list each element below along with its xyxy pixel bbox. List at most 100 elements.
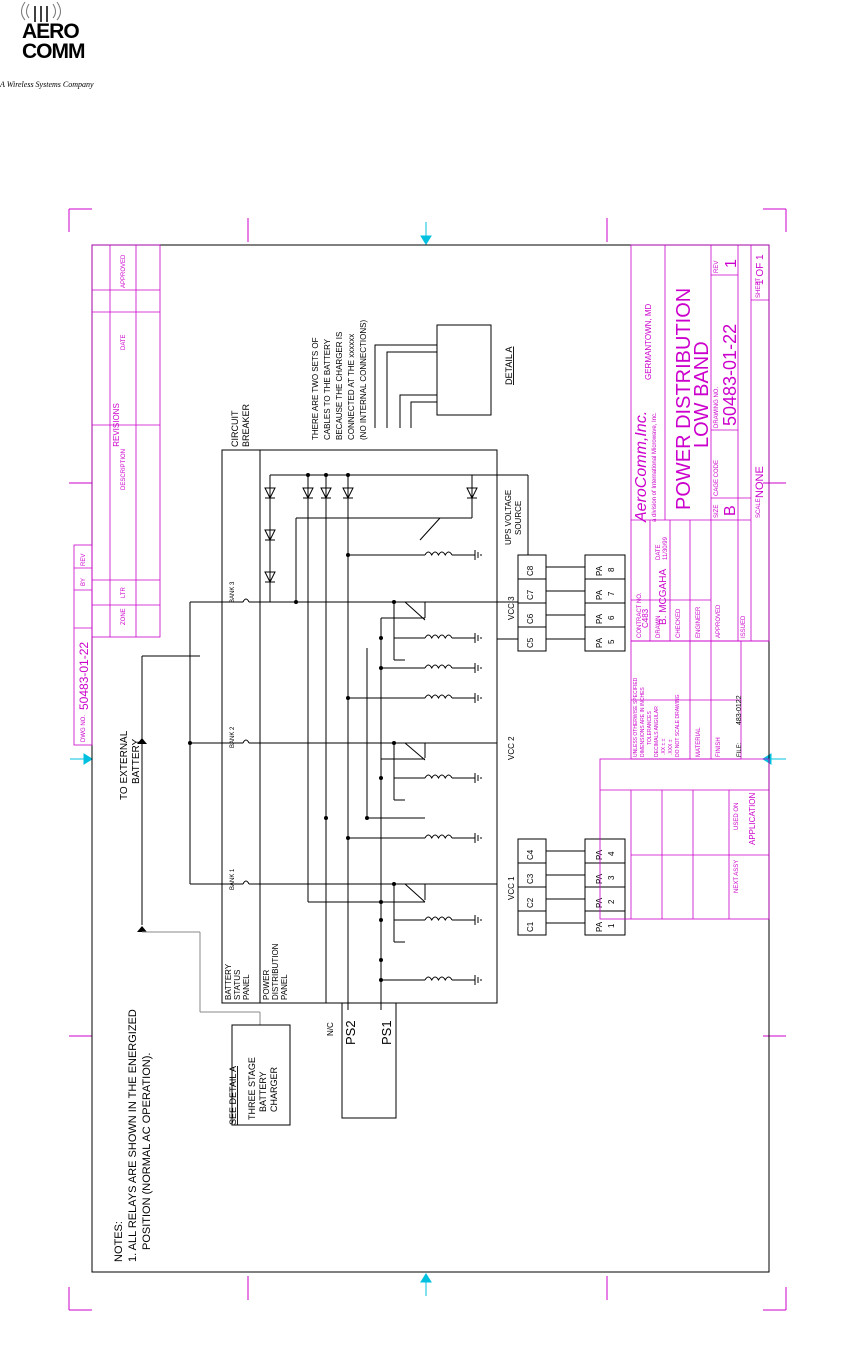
- conn-c8: C8: [526, 565, 535, 576]
- contract-value: C483: [641, 608, 650, 628]
- pa4: 4: [607, 851, 616, 856]
- vcc3-label: VCC 3: [507, 596, 516, 620]
- detail-note-3: BECAUSE THE CHARGER IS: [335, 332, 344, 440]
- pa5-prefix: PA: [595, 637, 604, 648]
- finish-label: FINISH: [716, 737, 722, 757]
- detail-a-box: [436, 324, 492, 416]
- date-value: 11/30/99: [663, 536, 669, 560]
- conn-c2: C2: [526, 897, 535, 908]
- logo-comm: COMM: [22, 40, 85, 63]
- detail-a-leads: [374, 344, 437, 428]
- bsp-label-2: STATUS: [233, 970, 242, 1000]
- conn-c4: C4: [526, 849, 535, 860]
- charger-label-3: CHARGER: [269, 1066, 279, 1112]
- ground-symbols: [474, 550, 482, 985]
- contract-label: CONTRACT NO.: [637, 592, 643, 638]
- ps2-label: PS2: [343, 1020, 358, 1045]
- see-detail-label: SEE DETAIL A: [228, 1066, 238, 1125]
- pa1-prefix: PA: [595, 921, 604, 932]
- rev-small-rev: REV: [81, 554, 87, 566]
- pdp-label-3: PANEL: [280, 974, 289, 1000]
- pa2-prefix: PA: [595, 897, 604, 908]
- rev-col-zone: ZONE: [121, 608, 127, 625]
- notes-line-2: POSITION (NORMAL AC OPERATION).: [141, 1053, 153, 1250]
- pa6-prefix: PA: [595, 613, 604, 624]
- size-value: B: [722, 505, 739, 516]
- next-assy-label: NEXT ASSY: [734, 860, 740, 893]
- ups-label-2: SOURCE: [514, 501, 523, 535]
- unless-line-3: TOLERANCES: [647, 711, 653, 745]
- unless-line-5: .XX ± ±: [661, 738, 667, 755]
- registration-marks: [68, 208, 787, 1311]
- company-name: AeroComm,Inc.: [633, 411, 650, 523]
- bank2-label: BANK 2: [230, 726, 236, 748]
- drawn-label: DRAWN: [656, 616, 662, 638]
- notes-heading: NOTES:: [113, 1221, 125, 1262]
- drawing-no-label: DRAWING NO.: [714, 387, 720, 428]
- pa7: 7: [607, 591, 616, 596]
- ups-label-1: UPS VOLTAGE: [504, 490, 513, 545]
- drawing-title-2: LOW BAND: [691, 341, 713, 448]
- junction-dots: [188, 473, 396, 982]
- scale-value: NONE: [754, 466, 766, 498]
- sheet-value: 1 OF 1: [755, 254, 766, 285]
- ps1-label: PS1: [379, 1020, 394, 1045]
- dwg-no-label: DWG NO.: [81, 715, 87, 742]
- bsp-label-1: BATTERY: [224, 963, 233, 1000]
- rev-col-ltr: LTR: [121, 586, 127, 598]
- dwg-no-value: 50483-01-22: [77, 642, 91, 710]
- pa5: 5: [607, 639, 616, 644]
- bank1-label: BANK 1: [230, 868, 236, 890]
- vcc1-label: VCC 1: [507, 876, 516, 900]
- company-sub: a division of International Microwave, I…: [652, 412, 658, 522]
- conn-c6: C6: [526, 613, 535, 624]
- pa4-prefix: PA: [595, 849, 604, 860]
- detail-note-2: CABLES TO THE BATTERY: [323, 338, 332, 440]
- charger-box: [231, 1024, 291, 1126]
- svg-text:TO EXTERNAL: TO EXTERNAL: [119, 730, 130, 800]
- logo-tagline: A Wireless Systems Company: [0, 80, 94, 89]
- unless-line-1: UNLESS OTHERWISE SPECIFIED: [633, 677, 639, 757]
- revisions-heading: REVISIONS: [112, 403, 121, 447]
- aerocomm-logo: AERO COMM A Wireless Systems Company: [0, 0, 140, 95]
- conn-c3: C3: [526, 873, 535, 884]
- rev-label: REV: [714, 261, 720, 273]
- unless-line-4: DECIMALS ANGULAR: [654, 706, 660, 757]
- material-label: MATERIAL: [696, 727, 702, 757]
- rev-col-description: DESCRIPTION: [121, 449, 127, 490]
- antenna-waves-icon: [21, 1, 61, 22]
- svg-text:BATTERY: BATTERY: [131, 738, 142, 784]
- breaker-label: BREAKER: [241, 403, 251, 447]
- conn-c7: C7: [526, 589, 535, 600]
- bank3-label: BANK 3: [230, 581, 236, 603]
- scale-label: SCALE: [756, 498, 762, 518]
- checked-label: CHECKED: [676, 608, 682, 638]
- rev-col-approved: APPROVED: [121, 254, 127, 288]
- connector-blocks: [497, 554, 626, 936]
- conn-c5: C5: [526, 637, 535, 648]
- unless-line-6: .XXX ±: [668, 739, 674, 755]
- file-value: 483-0122: [736, 695, 743, 725]
- title-block: [599, 244, 770, 920]
- company-location: GERMANTOWN, MD: [644, 303, 653, 380]
- schematic-wiring: [189, 474, 529, 1010]
- date-label: DATE: [656, 544, 662, 560]
- pa7-prefix: PA: [595, 589, 604, 600]
- relay-coils: [424, 551, 453, 982]
- issued-label: ISSUED: [741, 615, 747, 638]
- pa2: 2: [607, 899, 616, 904]
- pa1: 1: [607, 923, 616, 928]
- detail-a-label: DETAIL A: [504, 346, 514, 385]
- pa8-prefix: PA: [595, 565, 604, 576]
- unless-line-2: DIMENSIONS ARE IN INCHES: [640, 687, 646, 757]
- notes-line-1: 1. ALL RELAYS ARE SHOWN IN THE ENERGIZED: [127, 1009, 139, 1262]
- drawing-border: [91, 244, 770, 1273]
- approved-label: APPROVED: [716, 604, 722, 638]
- vcc2-label: VCC 2: [507, 736, 516, 760]
- nc-label: N/C: [326, 1022, 335, 1036]
- pdp-label-1: POWER: [262, 970, 271, 1000]
- unless-line-7: DO NOT SCALE DRAWING: [675, 694, 681, 757]
- diodes: [264, 487, 478, 584]
- circuit-label: CIRCUIT: [230, 410, 240, 447]
